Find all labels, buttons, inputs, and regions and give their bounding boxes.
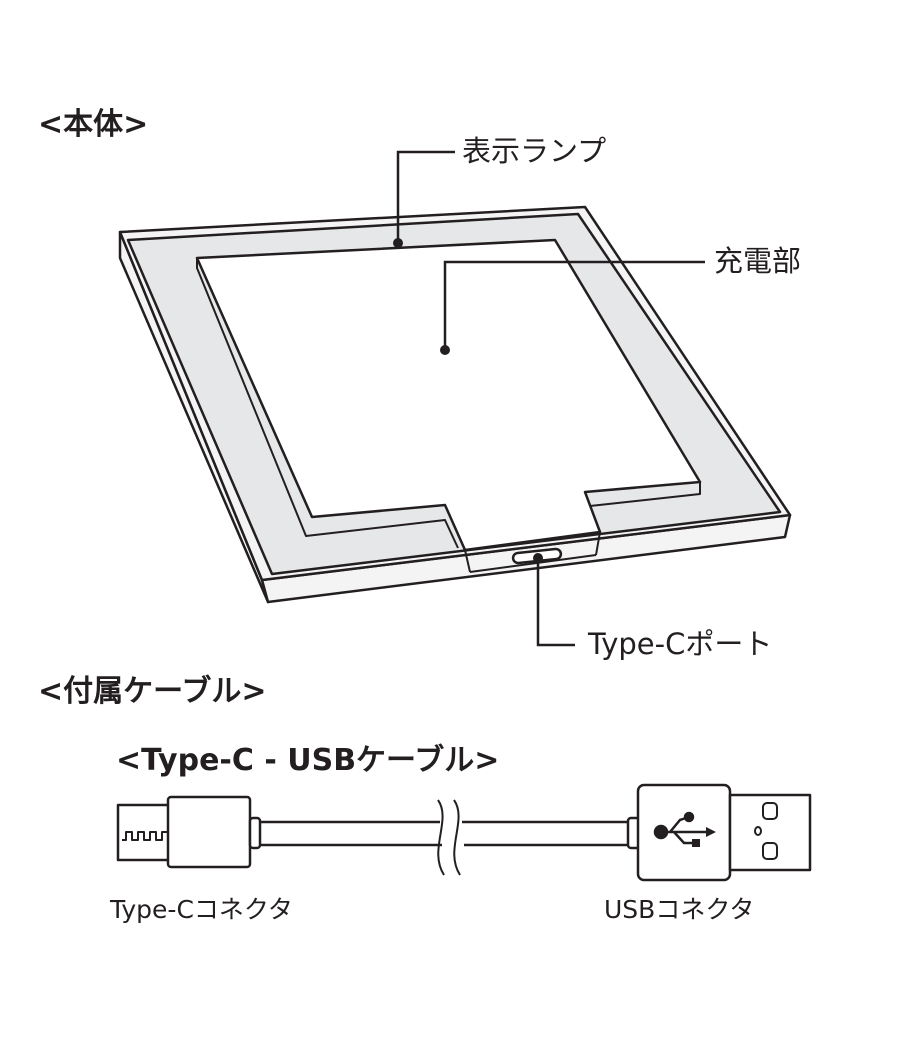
type-c-port-dot <box>533 553 543 563</box>
callout-lines <box>396 150 705 647</box>
charging-area-label: 充電部 <box>714 244 802 278</box>
cable-break-mark <box>437 799 461 876</box>
type-c-usb-cable <box>116 783 812 882</box>
charging-pad <box>118 205 792 604</box>
frame-inner-edge-right <box>589 482 701 507</box>
body-section-heading: <本体> <box>38 107 149 142</box>
type-c-connector-label: Type-Cコネクタ <box>110 895 293 924</box>
cable-heading: <Type-C - USBケーブル> <box>116 743 500 778</box>
accessory-section-heading: <付属ケーブル> <box>38 674 267 709</box>
usb-connector-label: USBコネクタ <box>604 895 755 924</box>
type-c-body <box>166 795 252 869</box>
type-c-pins <box>122 831 168 841</box>
type-c-port-label: Type-Cポート <box>588 627 773 661</box>
frame-inner-edge-left <box>196 258 459 549</box>
indicator-lamp-label: 表示ランプ <box>462 134 607 168</box>
usb-icon <box>653 811 716 847</box>
indicator-lamp-dot <box>393 238 403 248</box>
charging-area-dot <box>440 345 450 355</box>
